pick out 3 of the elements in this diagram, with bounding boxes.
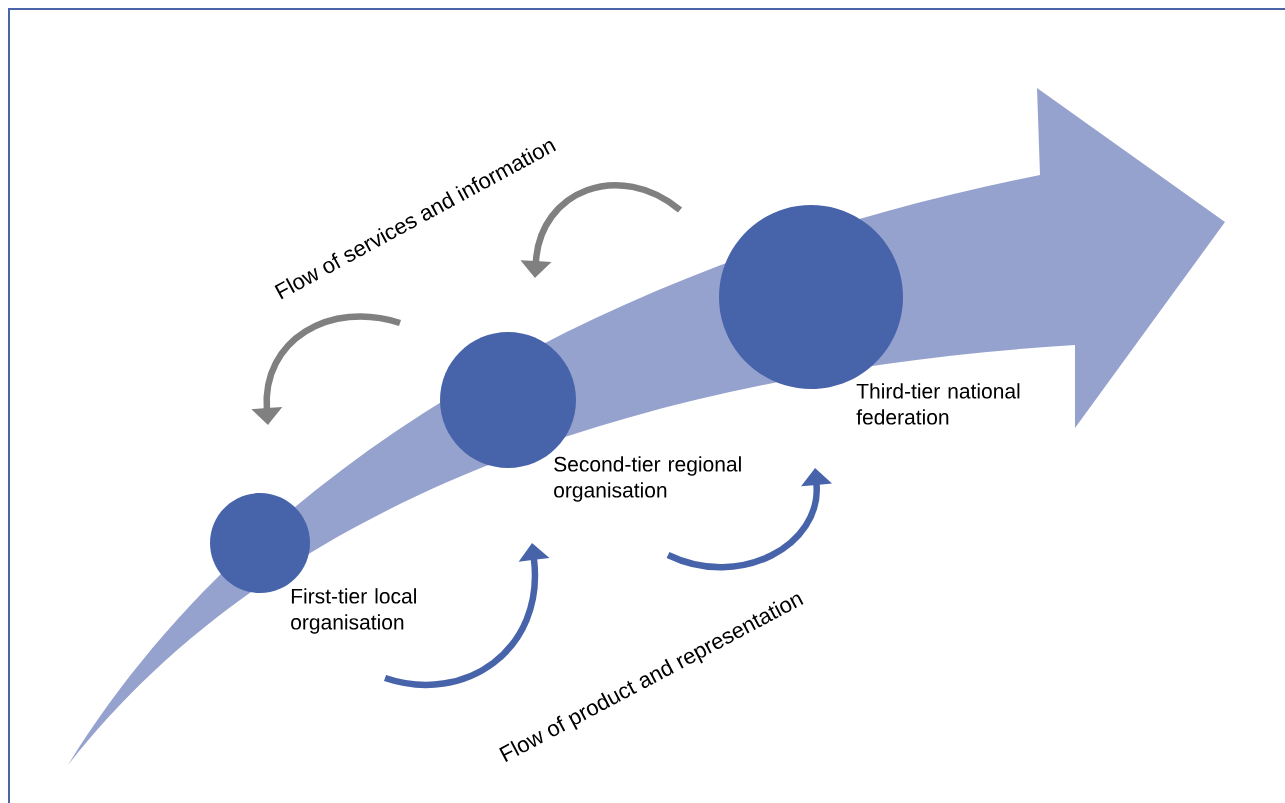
node-caption: Second-tier regional organisation bbox=[554, 456, 741, 502]
node-caption: First-tier local organisation bbox=[291, 588, 416, 634]
node-caption: Third-tier national federation bbox=[856, 383, 1020, 425]
